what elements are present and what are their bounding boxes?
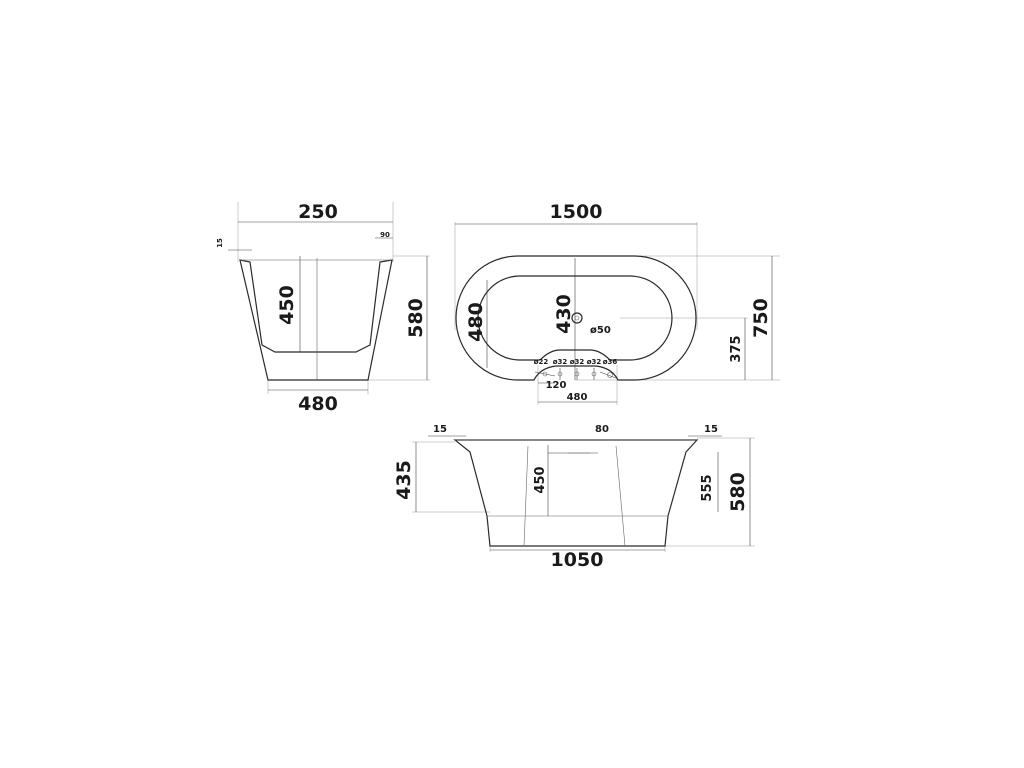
side-top-width-label: 250	[298, 201, 338, 223]
tap-label-4: ø32	[587, 358, 602, 366]
side-bottom-width-label: 480	[298, 393, 338, 415]
front-height-right-label: 580	[727, 472, 749, 512]
side-view: 250 90 15 450 580 480	[216, 201, 430, 415]
front-height-mid-label: 555	[700, 474, 715, 501]
tap-holes	[534, 368, 617, 380]
front-edge-right-label: 15	[704, 424, 718, 435]
tap-label-1: ø22	[534, 358, 549, 366]
top-inner-depth-label: 430	[553, 294, 575, 334]
top-length-label: 1500	[550, 201, 603, 223]
front-inner-depth-label: 450	[533, 466, 548, 493]
front-edge-left-label: 15	[433, 424, 447, 435]
top-width-label: 750	[750, 298, 772, 338]
top-half-width-label: 375	[729, 335, 744, 362]
top-inner-width-label: 480	[465, 302, 487, 342]
side-inner-depth-label: 450	[276, 285, 298, 325]
tap-label-2: ø32	[553, 358, 568, 366]
tap-label-3: ø32	[570, 358, 585, 366]
top-tap-offset-label: 120	[546, 380, 567, 391]
tap-label-5: ø36	[603, 358, 618, 366]
top-view: 1500 480 430 ø50 750 375 120 480 ø22 ø32…	[454, 201, 780, 405]
front-view: 15 15 80 435 450 555 580 1050	[393, 424, 755, 571]
side-rim-label: 90	[380, 231, 390, 239]
front-overflow-label: 80	[595, 424, 609, 435]
top-drain-label: ø50	[590, 325, 611, 336]
top-tap-spacing-label: 480	[567, 392, 588, 403]
front-bottom-length-label: 1050	[551, 549, 604, 571]
side-height-label: 580	[405, 298, 427, 338]
side-edge-label: 15	[216, 238, 224, 248]
front-height-left-label: 435	[393, 460, 415, 500]
